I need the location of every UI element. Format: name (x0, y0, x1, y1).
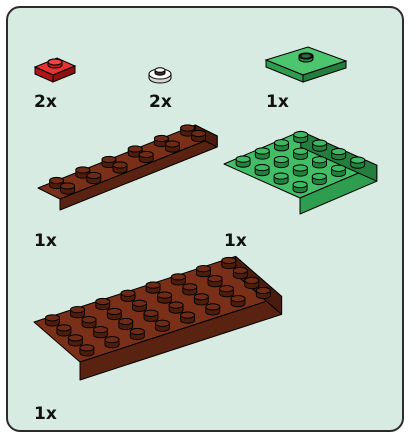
stud-top (146, 282, 160, 288)
stud-top (130, 328, 144, 334)
stud-top (313, 140, 327, 146)
stud-top (158, 292, 172, 298)
stud-top (332, 149, 346, 155)
stud-top (94, 327, 108, 333)
stud-top (113, 162, 127, 168)
stud-top (194, 294, 208, 300)
stud-top (197, 266, 211, 272)
stud-top (231, 296, 245, 302)
part-brown-plate-4x8 (30, 264, 290, 404)
stud-top (45, 315, 59, 321)
stud-top (107, 308, 121, 314)
part-quantity: 1x (34, 233, 57, 250)
stud-top (80, 345, 94, 351)
stud-top (236, 156, 250, 162)
stud-top (119, 318, 133, 324)
part-quantity: 2x (149, 94, 172, 111)
stud-top (96, 298, 110, 304)
part-quantity: 2x (34, 94, 57, 111)
part-quantity: 1x (34, 406, 57, 423)
stud-top (293, 182, 307, 188)
stud-top (274, 156, 288, 162)
brown-2x6-plate-icon (28, 134, 198, 224)
parts-list-panel: 2x 2x 1x 1x 1x 1x (6, 6, 404, 432)
green-2x2-jumper-plate-icon (263, 44, 349, 88)
stud-top (222, 257, 236, 263)
stud-top (121, 290, 135, 296)
stud-top (155, 320, 169, 326)
stud-top (133, 300, 147, 306)
part-green-plate-4x4 (220, 126, 380, 236)
stud-top (192, 130, 206, 136)
white-round-1x1-plate-icon (146, 62, 174, 88)
stud-top (82, 317, 96, 323)
stud-top (294, 132, 308, 138)
stud-top (351, 157, 365, 163)
stud-top (275, 140, 289, 146)
stud-top (102, 156, 116, 162)
stud-top (68, 335, 82, 341)
stud-top (144, 310, 158, 316)
stud-top (312, 173, 326, 179)
stud-top (255, 165, 269, 171)
stud-top (294, 148, 308, 154)
brown-4x8-plate-icon (30, 264, 290, 404)
part-quantity: 1x (224, 233, 247, 250)
stud-top (61, 183, 75, 189)
stud-top (181, 312, 195, 318)
stud-top (171, 274, 185, 280)
stud-top (233, 267, 247, 273)
stud-top (181, 125, 195, 131)
stud-top (87, 172, 101, 178)
part-green-jumper-plate (263, 44, 349, 88)
part-red-plate (30, 53, 80, 83)
stud-top (165, 141, 179, 147)
part-quantity: 1x (266, 94, 289, 111)
stud-top (128, 146, 142, 152)
stud-top (274, 173, 288, 179)
stud-top (313, 157, 327, 163)
stud-top (183, 284, 197, 290)
stud-top (245, 277, 259, 283)
stud-top (169, 302, 183, 308)
stud-top (154, 135, 168, 141)
stud-top (293, 165, 307, 171)
stud-top (256, 287, 270, 293)
stud-top (71, 307, 85, 313)
stud-top (255, 148, 269, 154)
stud-top (76, 167, 90, 173)
stud-top (208, 276, 222, 282)
green-4x4-plate-icon (220, 126, 380, 236)
stud-top (105, 337, 119, 343)
stud-top (57, 325, 71, 331)
red-1x1-plate-icon (30, 53, 80, 83)
stud-top (206, 304, 220, 310)
part-brown-plate-2x6 (28, 134, 198, 224)
stud-top (332, 165, 346, 171)
part-white-round-plate (146, 62, 174, 88)
stud-top (50, 177, 64, 183)
stud-top (139, 151, 153, 157)
stud-top (220, 286, 234, 292)
